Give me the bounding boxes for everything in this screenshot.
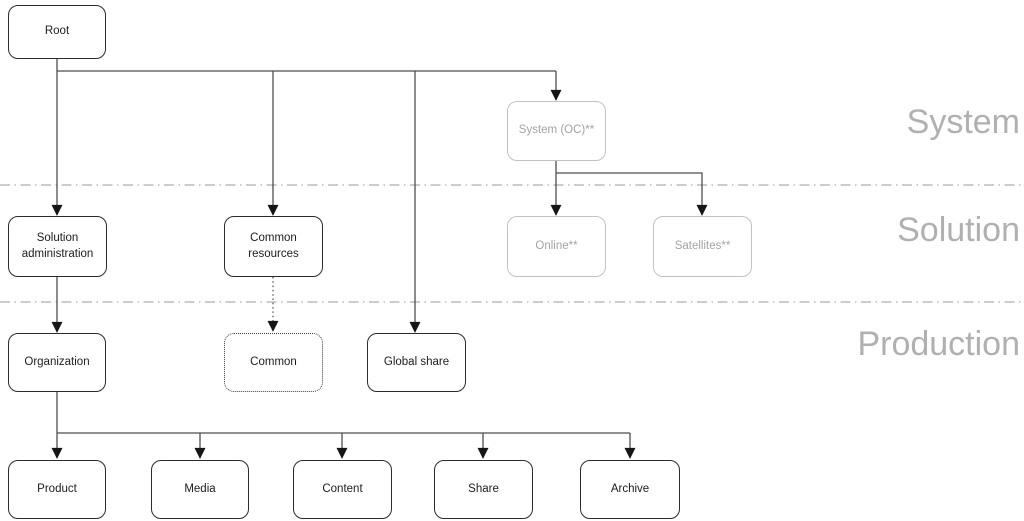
- node-archive: Archive: [580, 460, 680, 519]
- node-product-label: Product: [37, 482, 77, 495]
- node-global-share: Global share: [367, 333, 466, 392]
- node-archive-label: Archive: [610, 482, 650, 495]
- node-product: Product: [8, 460, 106, 519]
- node-satellites-label: Satellites**: [674, 239, 731, 252]
- node-media-label: Media: [184, 482, 216, 495]
- node-online: Online**: [507, 216, 606, 277]
- node-organization: Organization: [8, 333, 106, 392]
- node-system-oc: System (OC)**: [507, 101, 606, 161]
- node-media: Media: [151, 460, 249, 519]
- node-common: Common: [224, 333, 323, 392]
- node-common-label: Common: [250, 355, 297, 368]
- node-common-resources-label: Common resources: [248, 231, 299, 260]
- node-content-label: Content: [322, 482, 363, 495]
- node-root-label: Root: [44, 25, 70, 38]
- node-organization-label: Organization: [24, 355, 90, 368]
- zone-label-solution: Solution: [897, 211, 1020, 249]
- node-share: Share: [434, 460, 533, 519]
- node-common-resources: Common resources: [224, 216, 323, 277]
- zone-label-production: Production: [857, 325, 1020, 363]
- zone-label-system: System: [906, 103, 1020, 141]
- node-root: Root: [8, 5, 106, 59]
- node-share-label: Share: [468, 482, 499, 495]
- node-solution-administration-label: Solution administration: [21, 231, 94, 260]
- node-system-oc-label: System (OC)**: [518, 124, 595, 137]
- node-satellites: Satellites**: [653, 216, 752, 277]
- node-content: Content: [293, 460, 392, 519]
- node-solution-administration: Solution administration: [8, 216, 107, 277]
- node-global-share-label: Global share: [383, 355, 450, 368]
- node-online-label: Online**: [535, 239, 578, 252]
- edge-system-oc-satellites: [556, 172, 708, 216]
